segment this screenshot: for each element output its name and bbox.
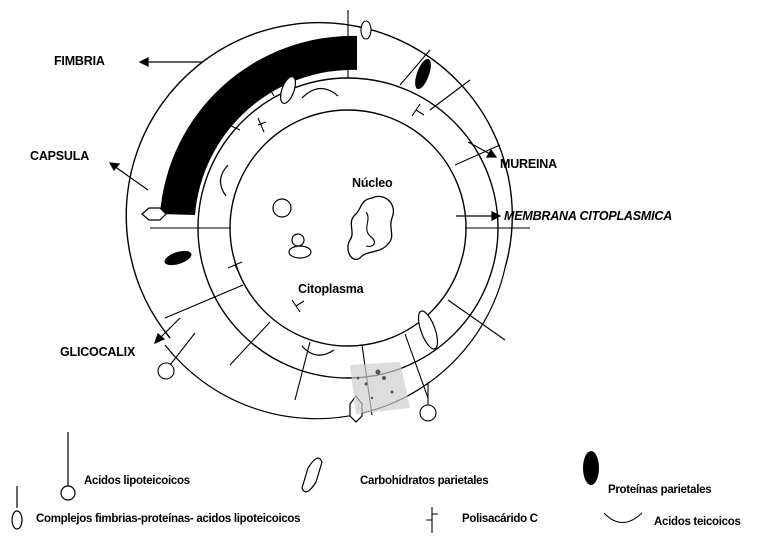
complex-top (361, 21, 371, 39)
membrane-ring (230, 110, 466, 346)
legend-acidos-lipoteicoicos: Acidos lipoteicoicos (84, 475, 190, 487)
teichoic-arc (220, 165, 228, 196)
label-citoplasma: Citoplasma (298, 282, 363, 296)
label-mureina: MUREINA (500, 157, 557, 171)
protein-mark (412, 57, 434, 91)
legend-polisacarido: Polisacárido C (462, 513, 538, 525)
fimbria-band (160, 36, 358, 215)
legend-carbohidratos: Carbohidratos parietales (360, 475, 488, 487)
legend-complejos: Complejos fimbrias-proteínas- acidos lip… (36, 513, 300, 525)
teichoic-arc (302, 88, 338, 98)
label-capsula: CAPSULA (30, 149, 89, 163)
carbohydrate-mark (415, 309, 442, 351)
legend-proteinas: Proteínas parietales (608, 484, 711, 496)
complex-hexagon (142, 208, 166, 220)
legend-teicoicos: Acidos teicoicos (654, 516, 741, 528)
protein-mark (163, 248, 193, 268)
label-nucleo: Núcleo (352, 176, 392, 190)
label-glicocalix: GLICOCALIX (60, 345, 135, 359)
nucleoid (348, 196, 394, 259)
speckled-patch (350, 362, 410, 414)
mureina-ring (198, 78, 498, 378)
inclusion (289, 234, 311, 258)
label-fimbria: FIMBRIA (54, 54, 105, 68)
label-membrana: MEMBRANA CITOPLASMICA (504, 209, 672, 223)
vesicle (273, 199, 291, 217)
